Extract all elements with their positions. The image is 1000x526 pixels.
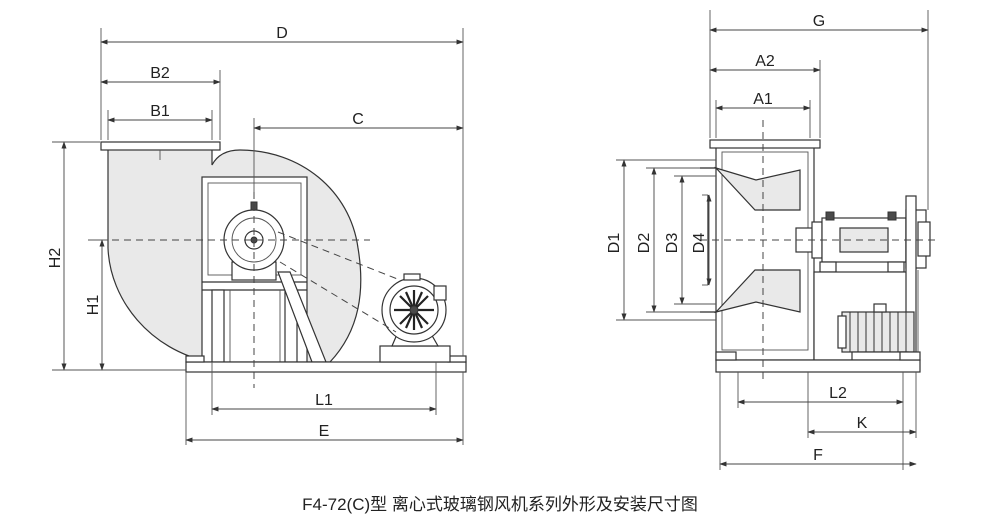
dim-label-H2: H2 bbox=[47, 248, 64, 269]
dim-label-L1: L1 bbox=[315, 392, 333, 409]
motor-side bbox=[837, 303, 915, 361]
dim-label-B2: B2 bbox=[150, 65, 170, 82]
dim-label-K: K bbox=[857, 415, 868, 432]
dim-label-D1: D1 bbox=[606, 233, 623, 254]
side-base bbox=[715, 359, 921, 373]
dim-label-D4: D4 bbox=[691, 233, 708, 254]
dim-label-D3: D3 bbox=[664, 233, 681, 254]
dim-label-F: F bbox=[813, 447, 823, 464]
dim-label-G: G bbox=[813, 13, 825, 30]
dim-label-D: D bbox=[276, 25, 288, 42]
dim-label-A2: A2 bbox=[755, 53, 775, 70]
figure-caption: F4-72(C)型 离心式玻璃钢风机系列外形及安装尺寸图 bbox=[302, 495, 698, 514]
dim-label-H1: H1 bbox=[85, 295, 102, 316]
dim-label-L2: L2 bbox=[829, 385, 847, 402]
inlet-cone bbox=[714, 166, 801, 314]
dim-label-D2: D2 bbox=[636, 233, 653, 254]
dim-label-B1: B1 bbox=[150, 103, 170, 120]
base-plate bbox=[185, 361, 467, 373]
motor-front bbox=[379, 273, 451, 363]
dim-label-A1: A1 bbox=[753, 91, 773, 108]
front-view: D B2 B1 C H2 H1 L1 E bbox=[47, 25, 467, 445]
side-view: G A2 A1 D1 D2 D3 D4 L2 K F bbox=[606, 10, 935, 470]
outlet-flange bbox=[100, 141, 221, 151]
dim-label-C: C bbox=[352, 111, 364, 128]
dim-label-E: E bbox=[319, 423, 330, 440]
